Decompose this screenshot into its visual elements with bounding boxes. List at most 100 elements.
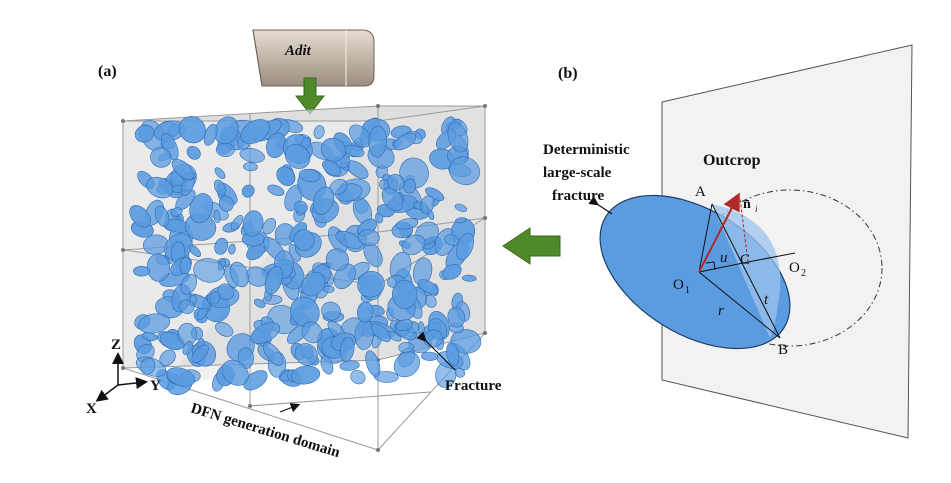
fracture-disk bbox=[240, 119, 271, 144]
point-o1-subscript: 1 bbox=[685, 285, 690, 296]
fracture-disk bbox=[229, 261, 249, 288]
fracture-disk bbox=[371, 323, 391, 342]
axis-triad: Z Y X bbox=[86, 337, 161, 417]
adit-label: Adit bbox=[284, 43, 312, 59]
outcrop-label: Outcrop bbox=[703, 152, 761, 169]
fracture-disk bbox=[215, 321, 234, 337]
fracture-disk bbox=[312, 186, 335, 215]
fracture-disk bbox=[186, 145, 201, 160]
fracture-disk bbox=[381, 187, 404, 212]
fracture-disk bbox=[290, 365, 321, 385]
adit-down-arrow bbox=[294, 77, 326, 115]
fracture-disk bbox=[456, 232, 474, 261]
fracture-disk bbox=[262, 217, 277, 235]
fracture-disk bbox=[395, 319, 414, 331]
fracture-disk bbox=[179, 256, 192, 275]
domain-callout-arrow bbox=[279, 403, 301, 413]
fracture-disk bbox=[393, 132, 417, 151]
fracture-disk bbox=[218, 195, 234, 212]
fracture-disk bbox=[418, 279, 439, 295]
fracture-disk bbox=[138, 313, 171, 334]
fracture-disk bbox=[242, 210, 264, 237]
axis-z-label: Z bbox=[111, 337, 121, 353]
fracture-disk bbox=[393, 351, 421, 378]
fracture-disk bbox=[170, 207, 183, 217]
point-o2-label: O bbox=[789, 260, 800, 276]
fracture-disk bbox=[356, 301, 374, 323]
fracture-disk bbox=[313, 125, 325, 139]
deterministic-label-line3: fracture bbox=[552, 188, 605, 204]
fracture-disk bbox=[323, 285, 335, 293]
symbol-r: r bbox=[718, 303, 724, 319]
fracture-disk bbox=[243, 370, 268, 391]
fracture-disk bbox=[146, 176, 173, 199]
fracture-disk bbox=[339, 337, 355, 362]
fracture-disk bbox=[140, 357, 156, 375]
fracture-disk bbox=[264, 266, 283, 295]
fracture-disk bbox=[193, 258, 225, 283]
fracture-disk bbox=[446, 342, 460, 367]
axis-y-label: Y bbox=[150, 378, 161, 394]
fracture-disk bbox=[335, 230, 363, 249]
fracture-disk bbox=[368, 125, 387, 158]
fracture-disk bbox=[213, 209, 221, 224]
fracture-disk bbox=[365, 350, 381, 377]
fracture-disk bbox=[447, 306, 466, 328]
fracture-callout-arrow bbox=[416, 331, 456, 371]
fracture-disk bbox=[180, 273, 198, 295]
symbol-n: n̄ bbox=[743, 197, 751, 212]
panel-b: (b) Outcrop A B C O 1 O 2 u t bbox=[543, 44, 913, 439]
fracture-disk bbox=[276, 166, 296, 186]
panel-a-label: (a) bbox=[98, 63, 117, 80]
fracture-disk bbox=[301, 321, 323, 344]
fracture-disk bbox=[215, 142, 235, 157]
fracture-disk bbox=[461, 274, 477, 282]
fracture-disk bbox=[178, 116, 206, 144]
fracture-disk bbox=[294, 200, 308, 214]
fracture-disk bbox=[214, 167, 226, 180]
fracture-disk bbox=[298, 168, 321, 183]
fracture-disk bbox=[213, 179, 226, 196]
fracture-disk bbox=[424, 294, 437, 308]
fracture-cloud bbox=[129, 116, 482, 395]
fracture-disk bbox=[339, 360, 360, 371]
fracture-disk bbox=[228, 243, 236, 255]
panel-b-label: (b) bbox=[558, 65, 578, 82]
fracture-disk bbox=[178, 299, 195, 314]
fracture-disk bbox=[325, 248, 350, 272]
fracture-disk bbox=[293, 229, 315, 251]
fracture-disk bbox=[320, 137, 346, 162]
point-o2-subscript: 2 bbox=[801, 268, 806, 279]
fracture-disk bbox=[403, 178, 417, 194]
normal-vector-projection bbox=[739, 197, 749, 263]
fracture-disk bbox=[154, 205, 170, 227]
fracture-disk bbox=[150, 147, 172, 168]
fracture-disk bbox=[294, 343, 318, 366]
point-a-label: A bbox=[695, 184, 706, 200]
fracture-disk bbox=[387, 174, 405, 191]
fracture-disk bbox=[442, 263, 462, 280]
fracture-disk bbox=[358, 229, 380, 246]
panel-a: (a) Adit bbox=[86, 29, 502, 461]
axis-x-label: X bbox=[86, 401, 97, 417]
fracture-disk bbox=[448, 156, 481, 186]
deterministic-callout-arrow bbox=[588, 196, 613, 215]
fracture-disk bbox=[166, 367, 196, 387]
fracture-disk bbox=[191, 344, 209, 364]
fracture-disk bbox=[421, 351, 438, 361]
fracture-disk bbox=[454, 203, 468, 212]
fracture-disk bbox=[241, 184, 255, 198]
fracture-disk bbox=[285, 144, 311, 169]
deterministic-label-line2: large-scale bbox=[543, 165, 612, 181]
fracture-disk bbox=[262, 342, 284, 366]
symbol-t: t bbox=[764, 292, 769, 308]
normal-vector bbox=[698, 192, 740, 273]
point-c-label: C bbox=[740, 252, 750, 268]
fracture-disk bbox=[357, 271, 385, 298]
fracture-disk bbox=[450, 329, 482, 354]
fracture-disk bbox=[420, 195, 435, 214]
fracture-disk bbox=[246, 244, 265, 261]
fracture-disk bbox=[267, 184, 285, 196]
deterministic-label-line1: Deterministic bbox=[543, 142, 630, 158]
